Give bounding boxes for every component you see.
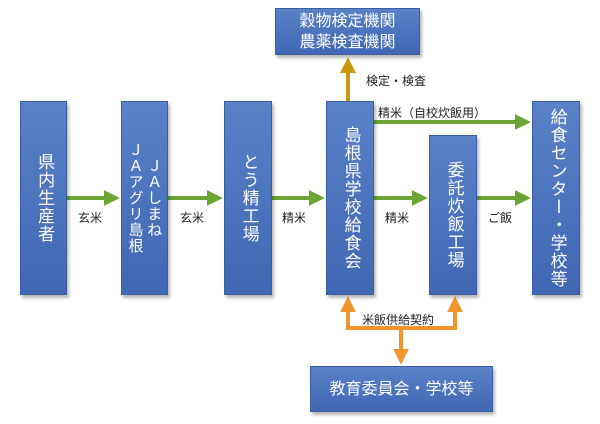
edge-label-gohan: ご飯 [488, 211, 513, 225]
node-rice-mill-label: とう精工場 [238, 153, 259, 243]
node-school-lunch-assoc: 島根県学校給食会 [326, 101, 374, 295]
edge-label-genmai-1: 玄米 [78, 211, 103, 225]
node-prefecture-label: 県内生産者 [34, 153, 55, 243]
edge-label-seimai-2: 精米 [385, 211, 410, 225]
node-lunch-center-label: 給食センター・学校等 [546, 108, 567, 288]
node-prefecture-producers: 県内生産者 [20, 101, 67, 295]
node-ja-label-1: ＪＡアグリ島根 [126, 142, 145, 254]
node-rice-mill: とう精工場 [224, 101, 272, 295]
edge-label-contract: 米飯供給契約 [362, 313, 435, 327]
node-inspection: 穀物検定機関 農薬検査機関 [275, 8, 420, 55]
node-education-board: 教育委員会・学校等 [310, 366, 493, 412]
edge-label-seimai-self: 精米（自校炊飯用） [378, 106, 487, 120]
edge-label-seimai-1: 精米 [282, 211, 307, 225]
node-inspection-label: 穀物検定機関 農薬検査機関 [299, 10, 396, 51]
node-education-board-label: 教育委員会・学校等 [329, 378, 474, 398]
node-rice-cooking-plant: 委託炊飯工場 [429, 135, 477, 295]
edge-label-inspection: 検定・検査 [366, 74, 427, 88]
edge-label-genmai-2: 玄米 [180, 211, 205, 225]
node-ja: ＪＡアグリ島根 ＪＡしまね [121, 101, 168, 295]
node-rice-cooking-plant-label: 委託炊飯工場 [443, 161, 464, 269]
node-ja-label-2: ＪＡしまね [145, 158, 164, 238]
node-school-lunch-assoc-label: 島根県学校給食会 [340, 126, 361, 270]
node-lunch-center: 給食センター・学校等 [532, 101, 580, 295]
